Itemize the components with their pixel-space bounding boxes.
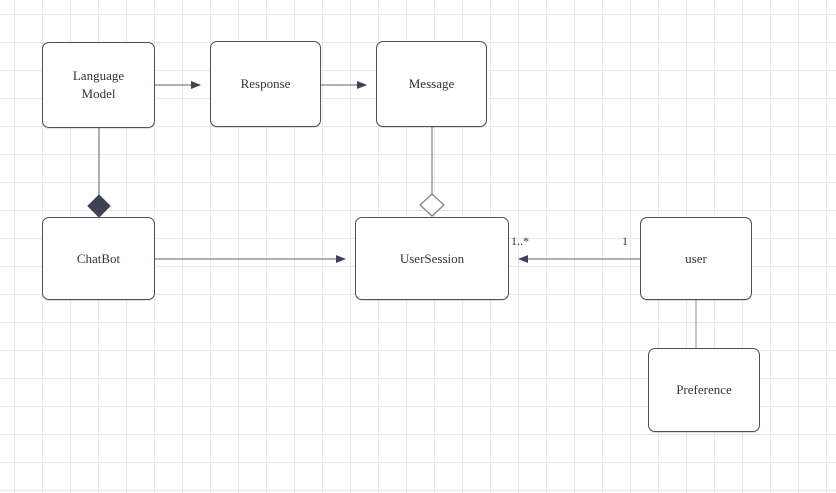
node-label: Language Model xyxy=(72,68,125,101)
node-response[interactable]: Response xyxy=(210,41,321,127)
node-label: UserSession xyxy=(399,250,465,266)
edge-message-usersession xyxy=(419,127,445,217)
node-preference[interactable]: Preference xyxy=(648,348,760,432)
node-label: Response xyxy=(240,76,291,92)
node-chatbot[interactable]: ChatBot xyxy=(42,217,155,300)
node-label: user xyxy=(685,250,707,266)
node-label: Preference xyxy=(676,382,732,398)
multiplicity-usersession-side: 1..* xyxy=(511,234,529,248)
node-user[interactable]: user xyxy=(640,217,752,300)
node-language-model[interactable]: Language Model xyxy=(42,42,155,128)
node-message[interactable]: Message xyxy=(376,41,487,127)
node-label: ChatBot xyxy=(76,250,121,266)
hollow-diamond-icon xyxy=(419,193,445,217)
filled-diamond-icon xyxy=(87,194,111,218)
node-label: Message xyxy=(408,76,455,92)
node-usersession[interactable]: UserSession xyxy=(355,217,509,300)
edge-languagemodel-chatbot xyxy=(87,128,111,218)
multiplicity-user-side: 1 xyxy=(622,234,628,248)
